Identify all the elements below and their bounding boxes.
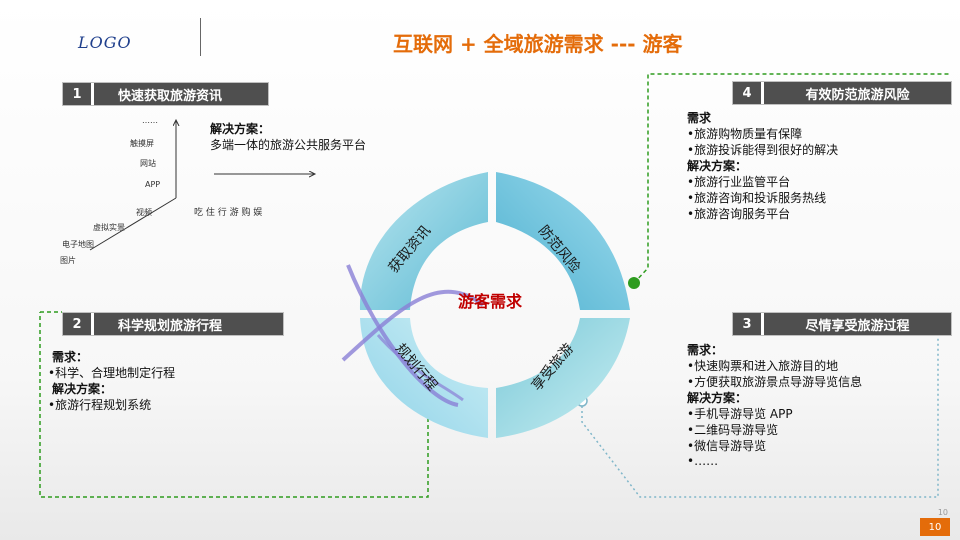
section3-number: 3 [733, 313, 761, 335]
connector-section3 [581, 312, 939, 498]
axis-item-0: …… [142, 116, 158, 125]
section4-header: 4 有效防范旅游风险 [732, 81, 952, 105]
section3-need-0: •快速购票和进入旅游目的地 [687, 359, 839, 373]
cycle-center-label: 游客需求 [458, 292, 523, 311]
section2-solution-0: •旅游行程规划系统 [48, 398, 152, 412]
page-number: 10 [920, 518, 950, 536]
segment-top-left [359, 172, 488, 310]
section4-solution-1: •旅游咨询和投诉服务热线 [687, 191, 827, 205]
diagonal-axis [89, 197, 177, 251]
section4-solution-label: 解决方案： [687, 159, 748, 173]
section4-solution-2: •旅游咨询服务平台 [687, 207, 791, 221]
connector-dot-section4 [628, 277, 640, 289]
section4-title: 有效防范旅游风险 [764, 82, 951, 104]
section2-need-0: •科学、合理地制定行程 [48, 366, 176, 380]
axis-item-2: 网站 [140, 159, 156, 168]
decor-stroke-2 [341, 289, 485, 362]
section1-title: 快速获取旅游资讯 [94, 83, 268, 105]
page-number-ghost: 10 [937, 508, 948, 517]
section3-solution-1: •二维码导游导览 [687, 423, 779, 437]
section3-need-1: •方便获取旅游景点导游导览信息 [687, 375, 863, 389]
section3-solution-2: •微信导游导览 [687, 439, 767, 453]
section4-need-1: •旅游投诉能得到很好的解决 [687, 143, 839, 157]
axis-item-6: 电子地图 [62, 240, 94, 249]
section3-solution-3: •…… [687, 454, 719, 468]
axis-horizontal-label: 吃 住 行 游 购 娱 [194, 208, 263, 218]
section2-need-label: 需求： [52, 350, 89, 364]
logo: LOGO [78, 33, 132, 52]
page-title: 互联网 + 全域旅游需求 --- 游客 [393, 32, 683, 56]
connector-section4 [633, 73, 950, 284]
axis-item-4: 视频 [136, 208, 152, 217]
section2-number: 2 [63, 313, 91, 335]
section1-solution-text: 多端一体的旅游公共服务平台 [210, 138, 367, 152]
cycle-diagram: 获取资讯 防范风险 享受旅游 规划行程 游客需求 [341, 172, 630, 438]
axis-item-1: 触摸屏 [130, 139, 154, 148]
section3-need-label: 需求： [687, 343, 724, 357]
section4-solution-0: •旅游行业监管平台 [687, 175, 791, 189]
axis-item-7: 图片 [60, 256, 76, 265]
section2-header: 2 科学规划旅游行程 [62, 312, 284, 336]
section1-solution-label: 解决方案： [210, 122, 271, 136]
section2-title: 科学规划旅游行程 [94, 313, 283, 335]
section4-need-label: 需求 [687, 111, 712, 125]
decor-stroke-3 [376, 334, 464, 402]
section1-number: 1 [63, 83, 91, 105]
section3-header: 3 尽情享受旅游过程 [732, 312, 952, 336]
section3-title: 尽情享受旅游过程 [764, 313, 951, 335]
section3-solution-label: 解决方案： [687, 391, 748, 405]
segment-bottom-right [496, 318, 630, 438]
axis-item-5: 虚拟实景 [93, 223, 125, 232]
info-axes [89, 110, 330, 251]
section1-header: 1 快速获取旅游资讯 [62, 82, 269, 106]
axis-item-3: APP [145, 180, 161, 189]
connector-section2 [39, 312, 429, 498]
segment-top-right [496, 172, 630, 310]
section4-number: 4 [733, 82, 761, 104]
section3-solution-0: •手机导游导览 APP [687, 407, 793, 421]
section2-solution-label: 解决方案： [52, 382, 113, 396]
title-separator [200, 18, 201, 56]
section4-need-0: •旅游购物质量有保障 [687, 127, 803, 141]
